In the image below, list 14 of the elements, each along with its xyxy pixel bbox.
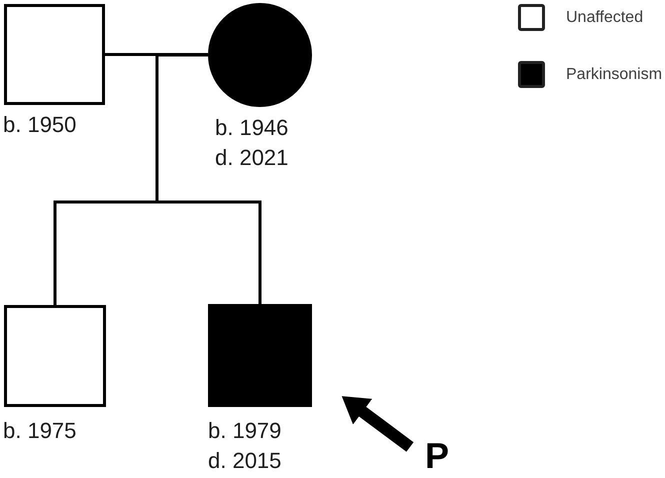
date-label: d. 2015 [208, 447, 282, 475]
date-label: b. 1979 [208, 417, 282, 445]
legend-label: Unaffected [566, 8, 644, 28]
connector-line [156, 54, 262, 304]
date-label: d. 2021 [215, 144, 288, 172]
pedigree-square [4, 305, 106, 407]
date-label: b. 1950 [3, 111, 76, 139]
pedigree-square [208, 304, 312, 407]
proband-label: P [425, 438, 450, 474]
pedigree-square [4, 4, 105, 105]
legend-label: Parkinsonism [566, 65, 662, 85]
date-label: b. 1946 [215, 114, 288, 142]
pointer-arrow [342, 396, 414, 452]
date-label: b. 1975 [3, 417, 76, 445]
